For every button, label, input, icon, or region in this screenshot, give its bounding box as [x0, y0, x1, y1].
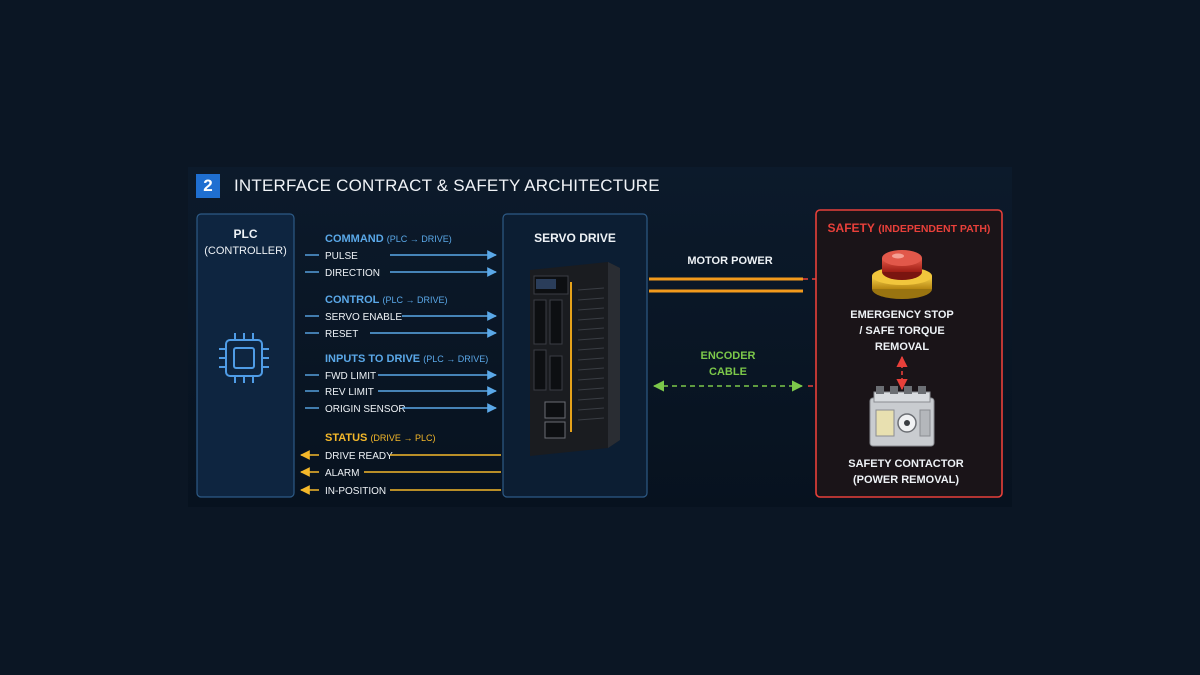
encoder-label-line1: ENCODER: [700, 350, 755, 362]
encoder-cable-connection: ENCODER CABLE: [652, 350, 876, 392]
motor-power-connection: MOTOR POWER: [649, 255, 845, 293]
group-inputs-direction: (PLC → DRIVE): [423, 354, 488, 364]
group-command-direction: (PLC → DRIVE): [387, 234, 452, 244]
group-status: STATUS (DRIVE → PLC): [325, 432, 435, 444]
group-inputs: INPUTS TO DRIVE (PLC → DRIVE): [325, 353, 488, 365]
safety-title: SAFETY: [828, 221, 875, 235]
group-command-title: COMMAND: [325, 233, 384, 245]
signal-servo-enable-label: SERVO ENABLE: [325, 312, 402, 323]
safety-subtitle: (INDEPENDENT PATH): [878, 223, 990, 235]
signal-fwd-limit-label: FWD LIMIT: [325, 371, 376, 382]
signal-direction-label: DIRECTION: [325, 268, 380, 279]
plc-block: PLC (CONTROLLER): [196, 213, 295, 498]
plc-title: PLC: [234, 227, 258, 241]
signal-alarm-label: ALARM: [325, 468, 359, 479]
svg-text:SAFETY (INDEPENDENT PATH): SAFETY (INDEPENDENT PATH): [828, 221, 991, 235]
svg-text:INPUTS TO DRIVE (PLC → DRIVE): INPUTS TO DRIVE (PLC → DRIVE): [325, 353, 488, 365]
group-control: CONTROL (PLC → DRIVE): [325, 294, 447, 306]
diagram-title: INTERFACE CONTRACT & SAFETY ARCHITECTURE: [234, 176, 660, 195]
safety-block: SAFETY (INDEPENDENT PATH) EMERGENCY STOP…: [815, 209, 1003, 498]
signal-reset-label: RESET: [325, 329, 358, 340]
group-status-direction: (DRIVE → PLC): [370, 433, 435, 443]
emergency-stop-icon: [872, 250, 932, 299]
estop-label-line3: REMOVAL: [875, 341, 929, 353]
signal-pulse: PULSE: [305, 250, 497, 262]
group-control-title: CONTROL: [325, 294, 380, 306]
signal-rev-limit-label: REV LIMIT: [325, 387, 374, 398]
servo-drive-icon: [530, 262, 620, 456]
safety-contactor-icon: [869, 386, 935, 447]
estop-label-line2: / SAFE TORQUE: [859, 325, 944, 337]
contactor-label-line1: SAFETY CONTACTOR: [848, 458, 964, 470]
signal-alarm: ALARM: [300, 467, 501, 479]
plc-subtitle: (CONTROLLER): [204, 245, 287, 257]
signal-rev-limit: REV LIMIT: [305, 386, 497, 398]
motor-power-label: MOTOR POWER: [687, 255, 772, 267]
signal-origin-sensor: ORIGIN SENSOR: [305, 403, 497, 415]
section-number-badge: 2: [196, 174, 220, 198]
signal-origin-sensor-label: ORIGIN SENSOR: [325, 404, 406, 415]
encoder-label-line2: CABLE: [709, 366, 747, 378]
signal-reset: RESET: [305, 328, 497, 340]
servo-drive-block: SERVO DRIVE: [502, 213, 648, 498]
estop-label-line1: EMERGENCY STOP: [850, 309, 954, 321]
svg-text:CONTROL (PLC → DRIVE): CONTROL (PLC → DRIVE): [325, 294, 447, 306]
signal-pulse-label: PULSE: [325, 251, 358, 262]
servo-drive-title: SERVO DRIVE: [534, 231, 616, 245]
signal-drive-ready: DRIVE READY: [300, 450, 501, 462]
signal-in-position: IN-POSITION: [300, 485, 501, 497]
signal-in-position-label: IN-POSITION: [325, 486, 386, 497]
group-status-title: STATUS: [325, 432, 367, 444]
diagram-header: 2 INTERFACE CONTRACT & SAFETY ARCHITECTU…: [196, 174, 660, 198]
svg-text:STATUS (DRIVE → PLC): STATUS (DRIVE → PLC): [325, 432, 435, 444]
group-inputs-title: INPUTS TO DRIVE: [325, 353, 420, 365]
signal-direction: DIRECTION: [305, 267, 497, 279]
contactor-label-line2: (POWER REMOVAL): [853, 474, 959, 486]
group-control-direction: (PLC → DRIVE): [382, 295, 447, 305]
chip-icon: [219, 333, 269, 383]
signal-drive-ready-label: DRIVE READY: [325, 451, 393, 462]
signal-servo-enable: SERVO ENABLE: [305, 311, 497, 323]
group-command: COMMAND (PLC → DRIVE): [325, 233, 452, 245]
svg-text:COMMAND (PLC → DRIVE): COMMAND (PLC → DRIVE): [325, 233, 452, 245]
signal-fwd-limit: FWD LIMIT: [305, 370, 497, 382]
